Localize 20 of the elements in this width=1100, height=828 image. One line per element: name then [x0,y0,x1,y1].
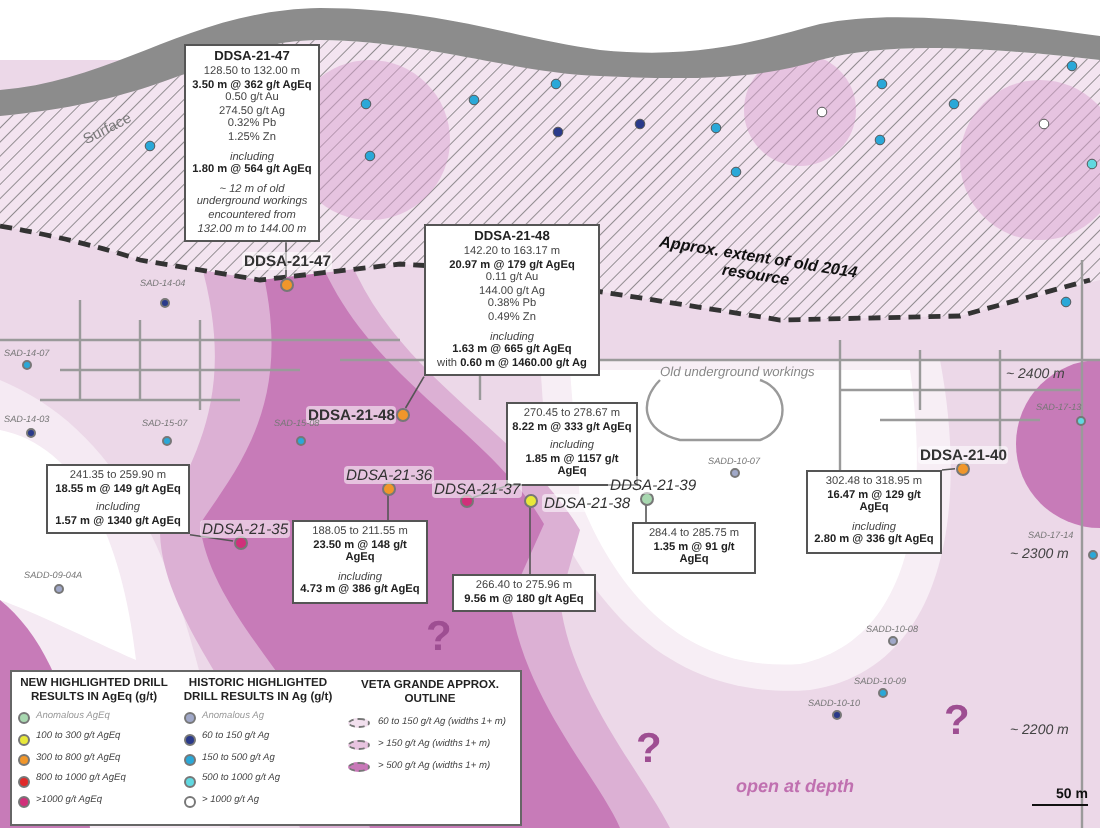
callout-box [632,522,756,574]
leader-line [471,485,507,499]
callout-box [184,44,320,243]
callout-box [46,464,190,535]
resource-extent-label: Approx. extent of old 2014 resource [656,231,861,294]
leader-line [387,494,389,521]
leader-line [645,504,647,523]
callout-box [424,224,600,377]
depth-note: open at depth [736,776,854,796]
callout-box [292,520,428,604]
callout-box [452,574,596,613]
question-mark: ? [636,728,662,772]
leader-line [404,375,425,409]
leader-line [941,467,956,471]
callout-box [806,470,942,554]
leader-line [285,241,287,278]
question-mark: ? [426,616,452,660]
leader-line [529,506,531,575]
question-mark: ? [944,700,970,744]
leader-line [189,533,234,542]
